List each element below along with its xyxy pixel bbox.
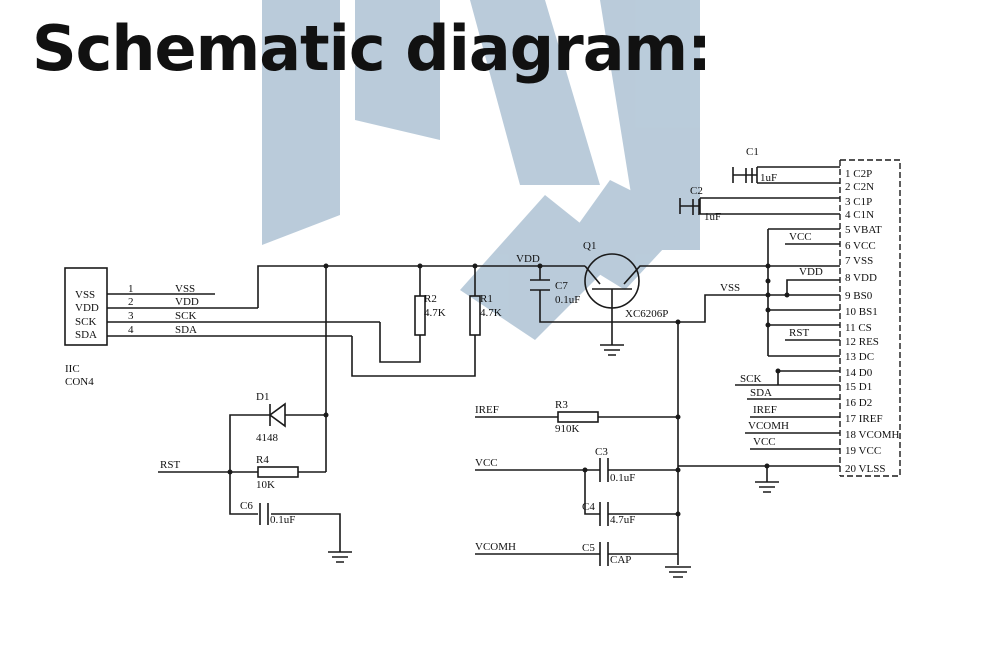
vdd-pullups: VDD R2 4.7K R1 4.7K — [257, 253, 585, 472]
resistor-r3 — [557, 411, 599, 423]
watermark-logo — [262, 0, 700, 340]
part-label: D1 — [256, 391, 269, 403]
part-label: Q1 — [583, 240, 596, 252]
net-label: SDA — [175, 324, 197, 336]
display-pin-label: 3 C1P — [845, 196, 872, 208]
display-pin-label: 7 VSS — [845, 255, 873, 267]
display-pin-label: 14 D0 — [845, 367, 873, 379]
part-value: 0.1uF — [610, 472, 635, 484]
connector-label: IIC — [65, 363, 80, 375]
display-pin-label: 6 VCC — [845, 240, 876, 252]
part-label: C7 — [555, 280, 568, 292]
display-pin-label: 13 DC — [845, 351, 874, 363]
display-pin-label: 18 VCOMH — [845, 429, 900, 441]
part-value: 910K — [555, 423, 580, 435]
display-pin-label: 15 D1 — [845, 381, 872, 393]
net-label-vdd: VDD — [516, 253, 540, 265]
resistor-r1 — [469, 295, 481, 336]
display-pin-label: 1 C2P — [845, 168, 872, 180]
net-label: VCC — [789, 231, 812, 243]
net-label: VDD — [175, 296, 199, 308]
part-label: C1 — [746, 146, 759, 158]
net-label: IREF — [753, 404, 777, 416]
part-label: R1 — [480, 293, 493, 305]
regulator-q1: C7 0.1uF Q1 XC6206P VSS — [530, 240, 768, 565]
display-pin-label: 19 VCC — [845, 445, 881, 457]
display-pin-label: 8 VDD — [845, 272, 877, 284]
net-label: SCK — [740, 373, 761, 385]
net-label: IREF — [475, 404, 499, 416]
pin-number: 4 — [128, 324, 134, 336]
resistor-r4 — [257, 466, 299, 478]
net-label: VCC — [475, 457, 498, 469]
part-label: C2 — [690, 185, 703, 197]
part-label: C4 — [582, 501, 595, 513]
part-value: 0.1uF — [555, 294, 580, 306]
reset-circuit: D1 4148 RST R4 10K C6 0.1uF — [158, 391, 352, 563]
part-value: 4.7uF — [610, 514, 635, 526]
resistor-r2 — [414, 295, 426, 336]
part-value: XC6206P — [625, 308, 668, 320]
net-label: SDA — [750, 387, 772, 399]
part-value: 1uF — [760, 172, 777, 184]
display-connector-wiring: VCC VDD RST SCK SDA IREF VCOMH VCC — [735, 159, 901, 477]
connector-pin-label: SDA — [75, 329, 97, 341]
charge-pump-caps: C1 1uF C2 1uF — [679, 146, 840, 223]
display-pin-label: 17 IREF — [845, 413, 883, 425]
connector-pin-label: VSS — [75, 289, 95, 301]
part-value: CAP — [610, 554, 631, 566]
part-label: C3 — [595, 446, 608, 458]
part-value: 1uF — [704, 211, 721, 223]
part-value: 4.7K — [424, 307, 446, 319]
connector-pin-label: VDD — [75, 302, 99, 314]
display-pin-label: 5 VBAT — [845, 224, 882, 236]
net-label: VCC — [753, 436, 776, 448]
part-value: 4.7K — [480, 307, 502, 319]
part-value: 10K — [256, 479, 275, 491]
pin-number: 1 — [128, 283, 134, 295]
net-label-rst: RST — [160, 459, 180, 471]
part-value: 4148 — [256, 432, 279, 444]
net-label: VSS — [720, 282, 740, 294]
display-pin-label: 12 RES — [845, 336, 879, 348]
pin-number: 3 — [128, 310, 134, 322]
net-label: VSS — [175, 283, 195, 295]
part-label: R2 — [424, 293, 437, 305]
part-label: C6 — [240, 500, 253, 512]
display-pin-label: 20 VLSS — [845, 463, 885, 475]
net-label: RST — [789, 327, 809, 339]
part-label: R3 — [555, 399, 568, 411]
part-value: 0.1uF — [270, 514, 295, 526]
net-label: VCOMH — [475, 541, 516, 553]
display-pin-label: 9 BS0 — [845, 290, 873, 302]
display-pin-label: 16 D2 — [845, 397, 872, 409]
net-label: VDD — [799, 266, 823, 278]
decoupling-network: IREF R3 910K VCC C3 0.1uF C4 4.7uF VCOMH… — [475, 399, 840, 578]
connector-con4: VSS VDD SCK SDA IIC CON4 1 2 3 4 VSS VDD… — [64, 267, 380, 388]
pin-number: 2 — [128, 296, 134, 308]
net-label: VCOMH — [748, 420, 789, 432]
page-title: Schematic diagram: — [32, 12, 712, 85]
connector-label: CON4 — [65, 376, 94, 388]
connector-pin-label: SCK — [75, 316, 96, 328]
part-label: R4 — [256, 454, 269, 466]
display-pin-label: 4 C1N — [845, 209, 874, 221]
net-label: SCK — [175, 310, 196, 322]
display-pin-label: 10 BS1 — [845, 306, 878, 318]
display-pin-label: 2 C2N — [845, 181, 874, 193]
part-label: C5 — [582, 542, 595, 554]
display-pin-label: 11 CS — [845, 322, 872, 334]
